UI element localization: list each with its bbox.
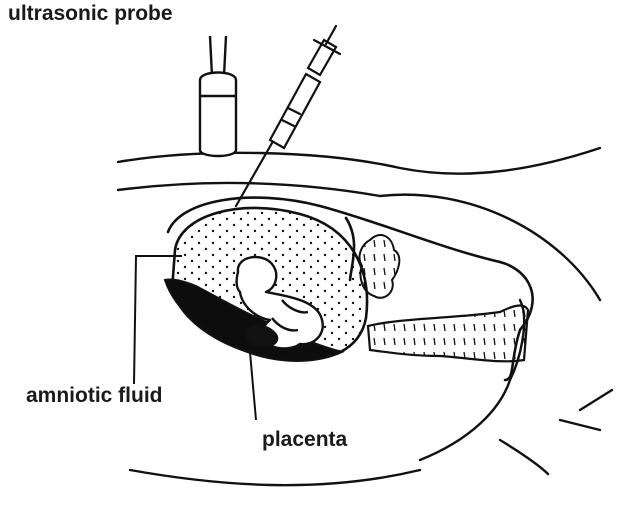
ultrasonic-probe [200,36,236,156]
cervix [368,306,528,362]
syringe [236,26,340,206]
amniotic-fluid-label: amniotic fluid [26,384,163,408]
placenta-label: placenta [262,428,347,452]
placenta-leader [236,346,256,420]
ultrasonic-probe-label: ultrasonic probe [8,2,173,26]
ovary-shape [360,235,400,298]
